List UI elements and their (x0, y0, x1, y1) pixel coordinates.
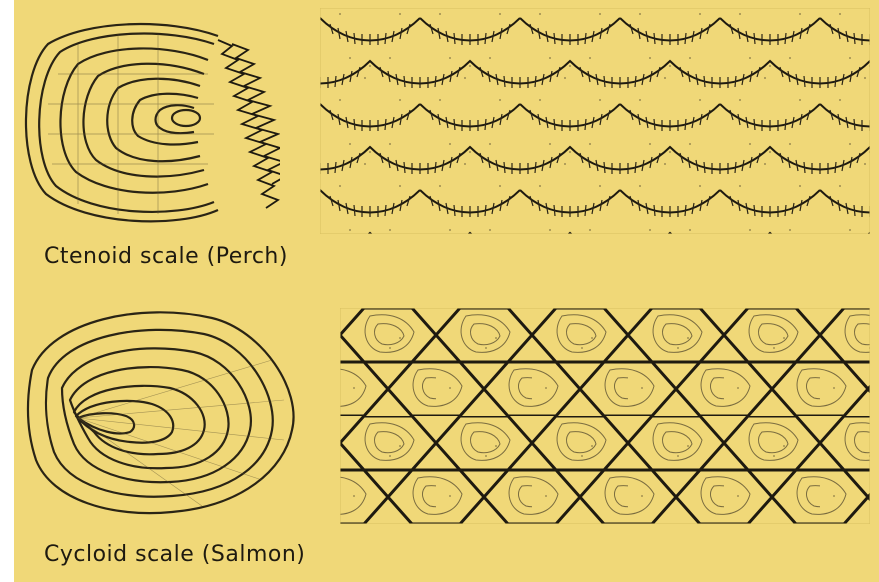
overlapping-ctenoid-scales-pattern (320, 8, 870, 234)
ctenoid-caption: Ctenoid scale (Perch) (44, 244, 288, 269)
cycloid-scale-drawing (22, 300, 304, 526)
figure-frame: Ctenoid scale (Perch) (14, 0, 879, 582)
cycloid-caption: Cycloid scale (Salmon) (44, 542, 305, 567)
ctenoid-scale-drawing (18, 14, 280, 230)
overlapping-cycloid-scales-pattern (340, 308, 870, 524)
